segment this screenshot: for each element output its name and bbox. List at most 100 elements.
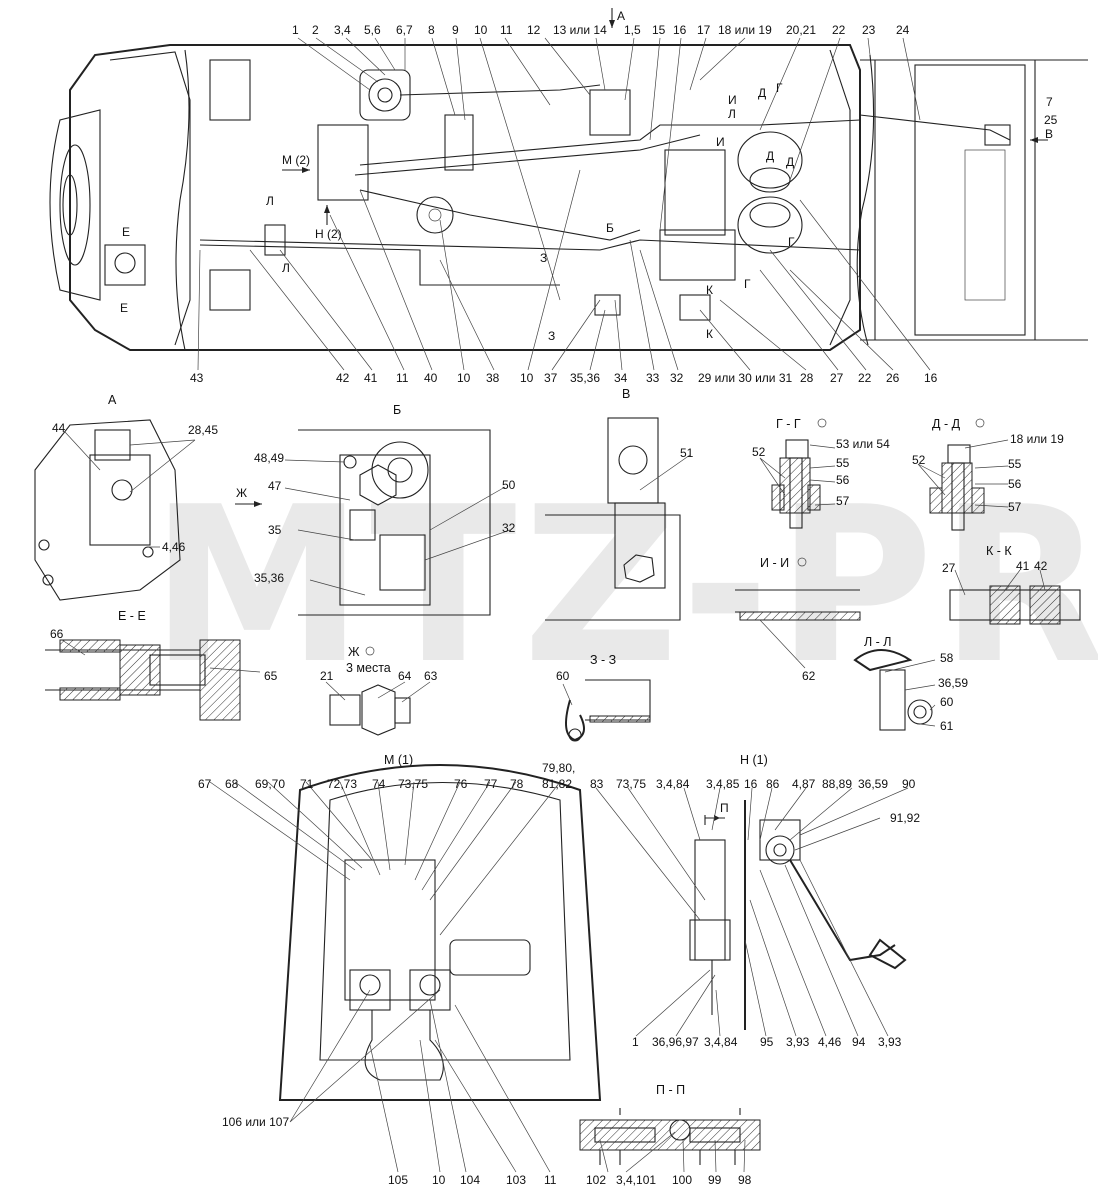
section-kk: К - К 27 41 42 — [942, 544, 1081, 625]
label-32: 32 — [670, 371, 684, 385]
view-b-label-32: 32 — [502, 521, 516, 535]
view-n1-label-4-46: 4,46 — [818, 1035, 842, 1049]
section-dd-title: Д - Д — [932, 417, 961, 431]
view-n1-label-90: 90 — [902, 777, 916, 791]
view-m1-label-76: 76 — [454, 777, 468, 791]
view-zh-subtitle: 3 места — [346, 661, 391, 675]
view-n1-label-1: 1 — [632, 1035, 639, 1049]
label-9: 9 — [452, 23, 459, 37]
label-10: 10 — [474, 23, 488, 37]
view-n1-label-73-75: 73,75 — [616, 777, 646, 791]
view-n1-label-3-4-85: 3,4,85 — [706, 777, 740, 791]
label-6-7: 6,7 — [396, 23, 413, 37]
view-b-label-35-36: 35,36 — [254, 571, 284, 585]
view-n1: Н (1) 83 73,75 3,4,84 3,4,85 16 86 4,87 … — [590, 753, 920, 1049]
view-m1-label-69-70: 69,70 — [255, 777, 285, 791]
section-kk-title: К - К — [986, 544, 1012, 558]
view-m1-label-71: 71 — [300, 777, 314, 791]
view-v-label-51: 51 — [680, 446, 694, 460]
label-17: 17 — [697, 23, 711, 37]
section-dd-label-52: 52 — [912, 453, 926, 467]
view-b-label-47: 47 — [268, 479, 282, 493]
section-pp: П - П 102 3,4,101 100 99 98 — [579, 1083, 761, 1187]
section-pp-title: П - П — [656, 1083, 685, 1097]
section-pp-label-98: 98 — [738, 1173, 752, 1187]
view-b-label-48-49: 48,49 — [254, 451, 284, 465]
label-13-14: 13 или 14 — [553, 23, 607, 37]
ref-n2: Н (2) — [315, 227, 342, 241]
section-gg-title: Г - Г — [776, 417, 801, 431]
view-m1-label-77: 77 — [484, 777, 498, 791]
view-m1-label-78: 78 — [510, 777, 524, 791]
label-12: 12 — [527, 23, 541, 37]
label-8: 8 — [428, 23, 435, 37]
label-35-36: 35,36 — [570, 371, 600, 385]
label-18-19: 18 или 19 — [718, 23, 772, 37]
view-n1-label-3-93b: 3,93 — [878, 1035, 902, 1049]
label-27: 27 — [830, 371, 844, 385]
label-38: 38 — [486, 371, 500, 385]
section-pp-label-100: 100 — [672, 1173, 692, 1187]
view-n1-label-36-59: 36,59 — [858, 777, 888, 791]
label-3-4: 3,4 — [334, 23, 351, 37]
section-mark-z-bottom: З — [548, 329, 555, 343]
section-mark-e-top: Е — [122, 225, 130, 239]
section-ii: И - И 62 — [735, 556, 861, 683]
label-1: 1 — [292, 23, 299, 37]
label-34: 34 — [614, 371, 628, 385]
label-10b: 10 — [457, 371, 471, 385]
view-n1-title: Н (1) — [740, 753, 768, 767]
view-arrow-a: А — [617, 9, 625, 23]
section-gg-label-57: 57 — [836, 494, 850, 508]
label-26: 26 — [886, 371, 900, 385]
section-ee: Е - Е 66 65 — [45, 609, 278, 721]
view-n1-label-4-87: 4,87 — [792, 777, 816, 791]
section-mark-k-top: К — [706, 283, 713, 297]
section-kk-label-27: 27 — [942, 561, 956, 575]
label-22: 22 — [832, 23, 846, 37]
section-pp-label-102: 102 — [586, 1173, 606, 1187]
label-28: 28 — [800, 371, 814, 385]
section-ee-title: Е - Е — [118, 609, 146, 623]
section-kk-label-41: 41 — [1016, 559, 1030, 573]
view-zh-label-63: 63 — [424, 669, 438, 683]
section-mark-g3: Г — [776, 81, 783, 95]
view-zh-label-64: 64 — [398, 669, 412, 683]
section-kk-label-42: 42 — [1034, 559, 1048, 573]
view-n1-label-83: 83 — [590, 777, 604, 791]
label-23: 23 — [862, 23, 876, 37]
label-1-5: 1,5 — [624, 23, 641, 37]
view-m1-label-67: 67 — [198, 777, 212, 791]
label-43: 43 — [190, 371, 204, 385]
section-ll: Л - Л 58 36,59 60 61 — [853, 635, 968, 733]
view-n1-label-95: 95 — [760, 1035, 774, 1049]
view-m1-label-104: 104 — [460, 1173, 480, 1187]
section-pp-label-99: 99 — [708, 1173, 722, 1187]
view-m1-label-72-73: 72,73 — [327, 777, 357, 791]
view-zh-label-21: 21 — [320, 669, 334, 683]
section-mark-l-bottom: Л — [282, 261, 290, 275]
view-b-title: Б — [393, 403, 401, 417]
section-ll-label-58: 58 — [940, 651, 954, 665]
section-ll-title: Л - Л — [864, 635, 892, 649]
view-n1-label-91-92: 91,92 — [890, 811, 920, 825]
view-b-label-35: 35 — [268, 523, 282, 537]
view-m1-label-103: 103 — [506, 1173, 526, 1187]
section-mark-e-bottom: Е — [120, 301, 128, 315]
label-41: 41 — [364, 371, 378, 385]
section-mark-k-bottom: К — [706, 327, 713, 341]
view-n1-label-3-4-84b: 3,4,84 — [704, 1035, 738, 1049]
section-ll-label-60: 60 — [940, 695, 954, 709]
view-v: В 51 — [545, 387, 694, 621]
label-25: 25 — [1044, 113, 1058, 127]
view-n1-label-36-96-97: 36,96,97 — [652, 1035, 699, 1049]
section-mark-d3: Д — [766, 149, 774, 163]
section-mark-i1: И — [716, 135, 725, 149]
section-mark-l3: Л — [728, 107, 736, 121]
label-22b: 22 — [858, 371, 872, 385]
label-24: 24 — [896, 23, 910, 37]
view-n1-label-3-93: 3,93 — [786, 1035, 810, 1049]
view-n1-label-16: 16 — [744, 777, 758, 791]
section-ee-label-66: 66 — [50, 627, 64, 641]
section-dd-label-18-19: 18 или 19 — [1010, 432, 1064, 446]
